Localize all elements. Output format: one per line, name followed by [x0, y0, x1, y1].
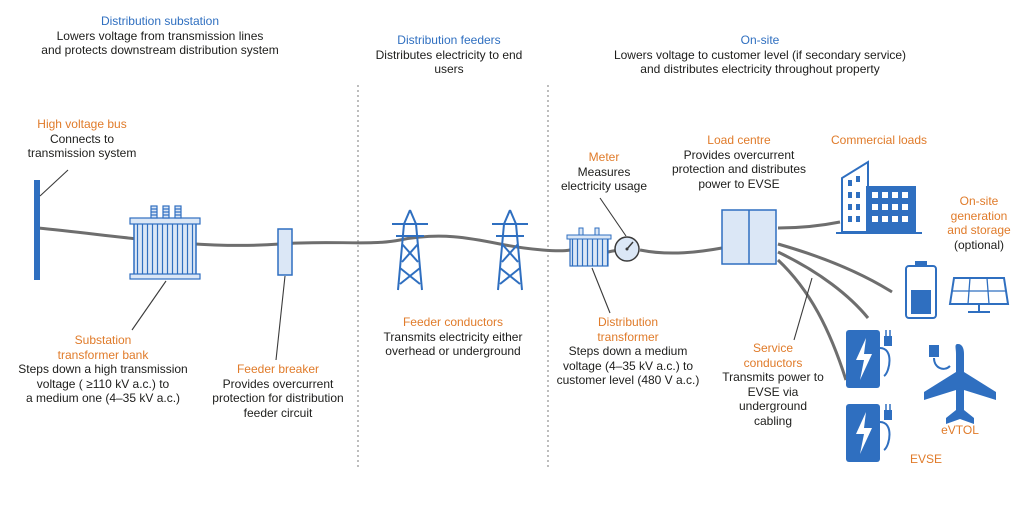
component-description: overhead or underground	[385, 344, 521, 358]
component-description: cabling	[753, 413, 793, 428]
component-description: transmission system	[27, 146, 137, 160]
section-title: On-site	[740, 33, 780, 47]
section-description: and protects downstream distribution sys…	[41, 43, 279, 57]
feeder-breaker-icon	[277, 228, 293, 276]
section-description: Lowers voltage from transmission lines	[56, 28, 264, 43]
label-distribution-transformer: Distribution transformer Steps down a me…	[548, 315, 708, 388]
section-substation: Distribution substation Lowers voltage f…	[20, 14, 300, 58]
section-description: users	[434, 62, 464, 76]
leader-lines	[39, 169, 813, 361]
component-name: and storage	[947, 223, 1011, 237]
label-evse: EVSE	[909, 452, 942, 466]
component-name: Substation	[74, 333, 132, 347]
component-description: power to EVSE	[698, 176, 780, 191]
component-description: Steps down a high transmission	[18, 362, 188, 376]
label-feeder-breaker: Feeder breaker Provides overcurrent prot…	[198, 362, 358, 420]
service-conductor-lines	[776, 220, 893, 381]
component-description: protection for distribution	[212, 391, 344, 405]
component-note: (optional)	[953, 237, 1005, 252]
component-name: Commercial loads	[830, 133, 928, 147]
component-name: Load centre	[707, 133, 771, 147]
component-name: High voltage bus	[37, 117, 127, 131]
component-description: Connects to	[49, 131, 115, 146]
component-description: Provides overcurrent	[683, 147, 795, 162]
component-description: voltage (4–35 kV a.c.) to	[562, 358, 694, 373]
component-name: generation	[950, 208, 1008, 223]
component-description: customer level (480 V a.c.)	[556, 373, 700, 387]
component-description: Provides overcurrent	[222, 376, 334, 391]
high-voltage-bus-icon	[34, 180, 40, 280]
section-description: Lowers voltage to customer level (if sec…	[613, 47, 907, 62]
label-onsite-generation: On-site generation and storage (optional…	[938, 194, 1020, 252]
evtol-charger-plug-icon	[929, 345, 951, 370]
component-name: transformer	[597, 329, 659, 344]
meter-icon	[614, 236, 640, 262]
ev-charger-icon	[846, 330, 892, 388]
component-description: feeder circuit	[243, 405, 313, 420]
label-substation-transformer: Substation transformer bank Steps down a…	[8, 333, 198, 406]
component-name: Distribution	[597, 315, 659, 329]
evtol-aircraft-icon	[924, 344, 996, 424]
component-name: On-site	[959, 194, 999, 208]
component-description: Steps down a medium	[568, 344, 688, 358]
component-description: protection and distributes	[671, 162, 807, 176]
section-description: Distributes electricity to end	[375, 47, 523, 62]
label-high-voltage-bus: High voltage bus Connects to transmissio…	[22, 117, 142, 161]
section-title: Distribution substation	[100, 14, 220, 28]
section-description: and distributes electricity throughout p…	[640, 62, 880, 76]
battery-icon	[905, 261, 937, 319]
substation-transformer-icon	[129, 205, 201, 280]
label-evtol: eVTOL	[941, 423, 979, 437]
component-description: underground	[738, 399, 808, 413]
component-description: Transmits power to	[722, 370, 824, 384]
component-name: Feeder breaker	[236, 362, 320, 376]
section-feeders: Distribution feeders Distributes electri…	[354, 33, 544, 77]
transmission-tower-icon	[392, 209, 528, 291]
component-name: conductors	[743, 355, 803, 370]
component-name: Feeder conductors	[402, 315, 504, 329]
component-description: electricity usage	[560, 179, 648, 193]
label-load-centre: Load centre Provides overcurrent protect…	[664, 133, 814, 191]
commercial-building-icon	[836, 160, 922, 234]
section-title: Distribution feeders	[397, 33, 501, 47]
load-centre-icon	[721, 209, 777, 265]
main-power-line	[37, 226, 571, 253]
distribution-transformer-icon	[566, 227, 612, 267]
component-description: Measures	[577, 164, 631, 179]
component-description: voltage ( ≥110 kV a.c.) to	[36, 376, 170, 391]
component-name: transformer bank	[57, 347, 149, 362]
ev-charger-icon	[846, 404, 892, 462]
solar-panel-icon	[948, 277, 1010, 313]
component-description: Transmits electricity either	[383, 329, 523, 344]
label-feeder-conductors: Feeder conductors Transmits electricity …	[368, 315, 538, 359]
label-meter: Meter Measures electricity usage	[548, 150, 660, 194]
component-description: EVSE via	[747, 384, 799, 399]
label-commercial-loads: Commercial loads	[814, 133, 944, 148]
label-service-conductors: Service conductors Transmits power to EV…	[718, 341, 828, 428]
component-name: Meter	[588, 150, 620, 164]
section-onsite: On-site Lowers voltage to customer level…	[580, 33, 940, 77]
component-description: a medium one (4–35 kV a.c.)	[25, 391, 181, 405]
component-name: Service	[752, 341, 793, 355]
